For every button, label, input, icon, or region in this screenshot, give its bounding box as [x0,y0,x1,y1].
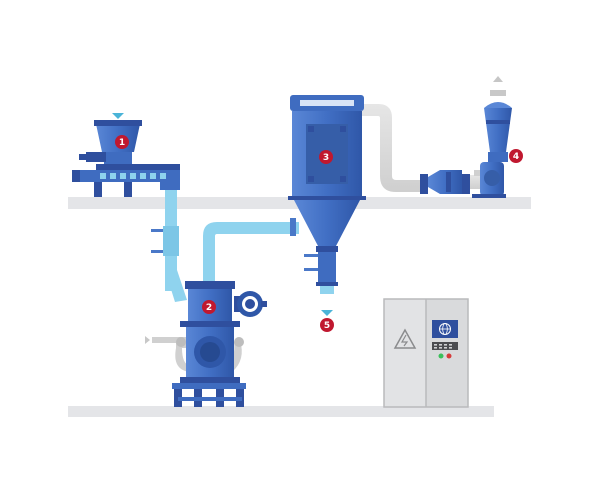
cyclone-filter [288,95,366,294]
lower-floor [68,406,494,417]
stop-button[interactable] [446,353,452,359]
product-outlet-arrow [321,310,333,316]
marker-1: 1 [115,135,129,149]
svg-text:1: 1 [119,138,125,148]
grinding-mill [172,281,267,407]
feeder-inlet-arrow [112,113,124,119]
start-button[interactable] [438,353,444,359]
svg-text:3: 3 [323,153,329,163]
marker-4: 4 [509,149,523,163]
exhaust-arrow [493,76,503,82]
svg-text:4: 4 [513,152,519,162]
screw-feeder [72,120,180,197]
exhaust-fan [420,90,512,198]
marker-2: 2 [202,300,216,314]
keypad[interactable] [432,342,458,350]
globe-display-icon [439,323,451,335]
screw-conveyor [100,173,166,179]
marker-5: 5 [320,318,334,332]
mill-motor [234,291,267,317]
control-cabinet [383,298,469,408]
marker-3: 3 [319,150,333,164]
svg-text:2: 2 [206,303,212,313]
mill-to-cyclone-pipe [203,218,299,284]
high-voltage-warning-icon [393,328,417,349]
svg-text:5: 5 [324,321,330,331]
